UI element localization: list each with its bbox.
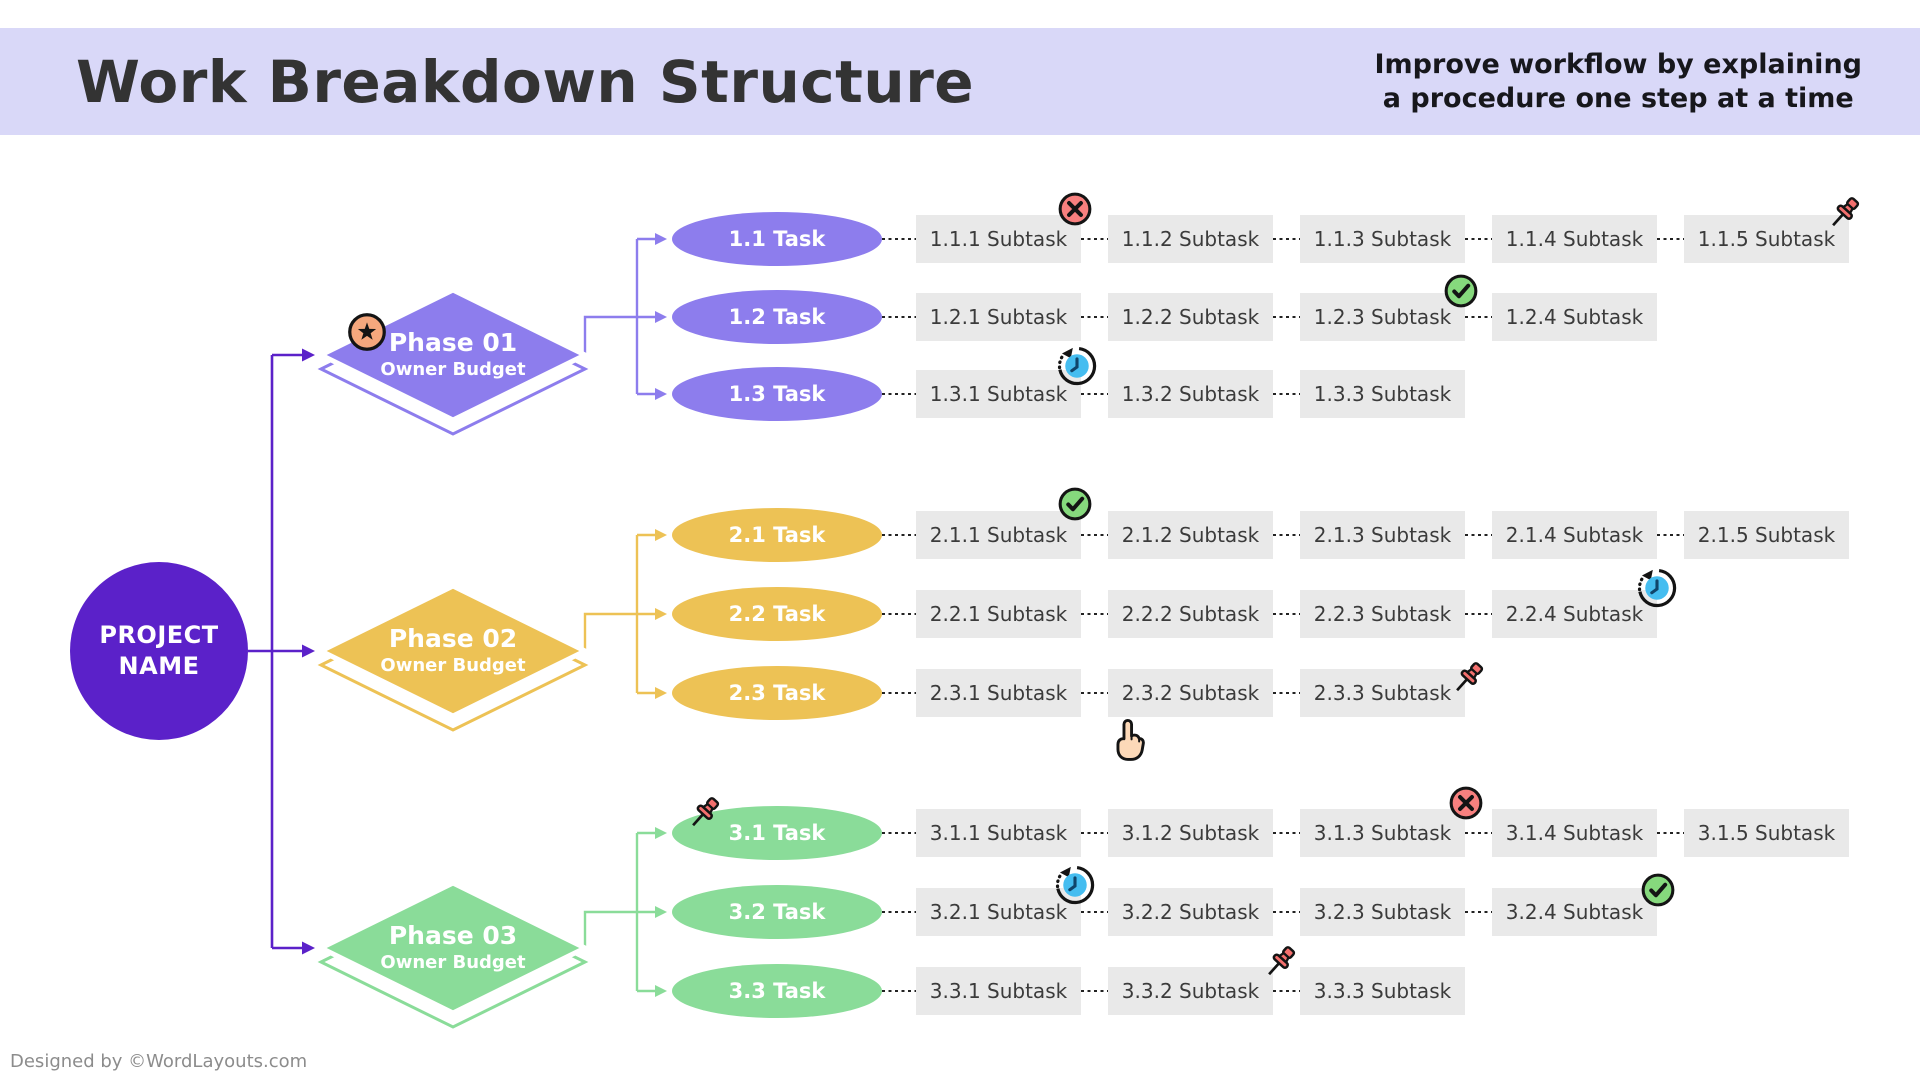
project-name-line2: NAME	[118, 652, 200, 680]
dotted-connectors	[882, 238, 1684, 992]
phase3-label: Phase 03 Owner Budget	[343, 921, 563, 973]
task-node: 2.1 Task	[672, 508, 882, 562]
tagline-line-1: Improve workflow by explaining	[1374, 49, 1863, 81]
subtask-box: 2.2.4 Subtask	[1492, 590, 1657, 638]
task-node: 2.3 Task	[672, 666, 882, 720]
pin-icon	[1256, 936, 1306, 986]
project-name-line1: PROJECT	[99, 620, 219, 649]
subtask-box: 1.3.2 Subtask	[1108, 370, 1273, 418]
trunk-arrowheads	[302, 348, 315, 955]
page-title: Work Breakdown Structure	[76, 47, 975, 116]
subtask-box: 3.3.2 Subtask	[1108, 967, 1273, 1015]
subtask-box: 1.1.5 Subtask	[1684, 215, 1849, 263]
task-node: 1.2 Task	[672, 290, 882, 344]
subtask-box: 3.2.1 Subtask	[916, 888, 1081, 936]
header-band: Work Breakdown Structure Improve workflo…	[0, 28, 1920, 135]
star-icon	[344, 309, 390, 355]
hand-cursor-icon	[1101, 712, 1159, 770]
phase1-branch	[583, 237, 655, 396]
phase3-title: Phase 03	[388, 921, 518, 950]
project-node: PROJECT NAME	[70, 562, 248, 740]
subtask-box: 3.1.3 Subtask	[1300, 809, 1465, 857]
phase2-title: Phase 02	[388, 624, 518, 653]
subtask-box: 1.2.4 Subtask	[1492, 293, 1657, 341]
task-node: 1.1 Task	[672, 212, 882, 266]
footer-credit: Designed by ©WordLayouts.com	[10, 1051, 308, 1072]
pin-icon	[680, 787, 730, 837]
phase2-arrowheads	[655, 529, 667, 699]
subtask-box: 2.3.3 Subtask	[1300, 669, 1465, 717]
subtask-box: 2.2.2 Subtask	[1108, 590, 1273, 638]
pin-icon	[1444, 652, 1494, 702]
cancel-icon	[1052, 186, 1098, 232]
phase2-diamond	[315, 583, 591, 732]
trunk-lines	[248, 353, 302, 950]
clock-icon	[1630, 561, 1684, 615]
subtask-box: 3.1.2 Subtask	[1108, 809, 1273, 857]
clock-icon	[1050, 339, 1104, 393]
tagline-line-2: a procedure one step at a time	[1382, 82, 1854, 114]
phase2-subtitle: Owner Budget	[380, 655, 526, 676]
cancel-icon	[1443, 780, 1489, 826]
subtask-box: 2.1.4 Subtask	[1492, 511, 1657, 559]
check-icon	[1438, 268, 1484, 314]
subtask-box: 3.3.1 Subtask	[916, 967, 1081, 1015]
subtask-box: 1.1.3 Subtask	[1300, 215, 1465, 263]
phase1-subtitle: Owner Budget	[380, 359, 526, 380]
phase1-label: Phase 01 Owner Budget	[343, 328, 563, 380]
subtask-box: 1.3.1 Subtask	[916, 370, 1081, 418]
subtask-box: 2.3.1 Subtask	[916, 669, 1081, 717]
check-icon	[1635, 867, 1681, 913]
phase3-subtitle: Owner Budget	[380, 952, 526, 973]
subtask-box: 1.2.3 Subtask	[1300, 293, 1465, 341]
subtask-box: 1.1.2 Subtask	[1108, 215, 1273, 263]
subtask-box: 1.3.3 Subtask	[1300, 370, 1465, 418]
clock-icon	[1048, 858, 1102, 912]
subtask-box: 2.1.3 Subtask	[1300, 511, 1465, 559]
phase1-title: Phase 01	[388, 328, 518, 357]
subtask-box: 3.1.4 Subtask	[1492, 809, 1657, 857]
subtask-box: 2.1.1 Subtask	[916, 511, 1081, 559]
subtask-box: 1.2.1 Subtask	[916, 293, 1081, 341]
header-tagline: Improve workflow by explaining a procedu…	[1375, 48, 1863, 115]
task-node: 1.3 Task	[672, 367, 882, 421]
check-icon	[1052, 481, 1098, 527]
task-node: 2.2 Task	[672, 587, 882, 641]
subtask-box: 3.2.4 Subtask	[1492, 888, 1657, 936]
subtask-box: 2.2.3 Subtask	[1300, 590, 1465, 638]
subtask-box: 3.1.1 Subtask	[916, 809, 1081, 857]
phase1-arrowheads	[655, 233, 667, 400]
task-node: 3.2 Task	[672, 885, 882, 939]
phase3-arrowheads	[655, 827, 667, 997]
task-node: 3.3 Task	[672, 964, 882, 1018]
subtask-box: 3.1.5 Subtask	[1684, 809, 1849, 857]
phase1-diamond	[315, 287, 591, 436]
task-node: 3.1 Task	[672, 806, 882, 860]
subtask-box: 2.2.1 Subtask	[916, 590, 1081, 638]
pin-icon	[1820, 187, 1870, 237]
phase2-branch	[583, 533, 655, 695]
subtask-box: 2.3.2 Subtask	[1108, 669, 1273, 717]
subtask-box: 3.2.3 Subtask	[1300, 888, 1465, 936]
subtask-box: 1.1.4 Subtask	[1492, 215, 1657, 263]
phase3-diamond	[315, 880, 591, 1029]
subtask-box: 2.1.5 Subtask	[1684, 511, 1849, 559]
subtask-box: 2.1.2 Subtask	[1108, 511, 1273, 559]
phase2-label: Phase 02 Owner Budget	[343, 624, 563, 676]
subtask-box: 1.2.2 Subtask	[1108, 293, 1273, 341]
subtask-box: 3.2.2 Subtask	[1108, 888, 1273, 936]
subtask-box: 1.1.1 Subtask	[916, 215, 1081, 263]
subtask-box: 3.3.3 Subtask	[1300, 967, 1465, 1015]
phase3-branch	[583, 831, 655, 993]
